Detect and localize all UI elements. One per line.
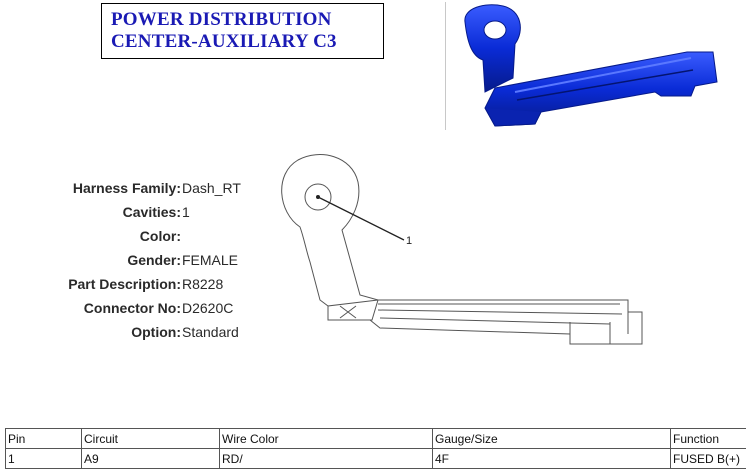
prop-label: Cavities: [122,204,181,220]
prop-label: Connector No: [83,300,181,316]
header-gauge-size: Gauge/Size [432,428,671,449]
cell-circuit: A9 [81,448,220,469]
prop-label: Option: [131,324,181,340]
title-box: POWER DISTRIBUTION CENTER-AUXILIARY C3 [101,3,384,59]
pin-callout-label: 1 [406,235,412,247]
prop-label: Gender: [127,252,181,268]
prop-value: FEMALE [182,252,239,268]
cell-pin: 1 [5,448,82,469]
prop-value: Dash_RT [182,180,241,196]
title-line-1: POWER DISTRIBUTION [111,9,332,30]
prop-label: Color: [139,228,181,244]
prop-label: Harness Family: [72,180,181,196]
connector-3d-image [464,4,718,127]
header-wire-color: Wire Color [219,428,433,449]
prop-value: R8228 [182,276,224,292]
table-row: 1 A9 RD/ 4F FUSED B(+) [5,448,746,469]
cell-function: FUSED B(+) [670,448,746,469]
prop-value: 1 [182,204,190,220]
header-function: Function [670,428,746,449]
cell-wire-color: RD/ [219,448,433,469]
title-line-2: CENTER-AUXILIARY C3 [111,31,337,52]
header-circuit: Circuit [81,428,220,449]
connector-line-drawing: 1 [281,154,643,345]
prop-label: Part Description: [68,276,181,292]
prop-value: D2620C [182,300,234,316]
cell-gauge-size: 4F [432,448,671,469]
divider [445,2,446,130]
prop-value: Standard [182,324,239,340]
table-header-row: Pin Circuit Wire Color Gauge/Size Functi… [5,428,746,449]
pin-table: Pin Circuit Wire Color Gauge/Size Functi… [5,428,746,469]
header-pin: Pin [5,428,82,449]
